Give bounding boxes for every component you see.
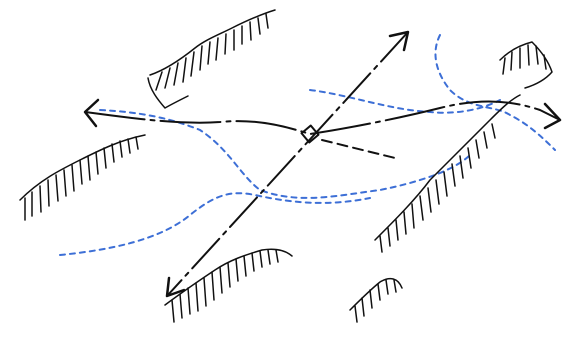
dashed-line-upper-left (99, 109, 471, 199)
axis-line-diagonal (165, 30, 410, 298)
arrowhead-icon (83, 98, 100, 128)
dashed-line-upper-right (309, 89, 501, 114)
ridge-bottom-center (164, 248, 293, 323)
ridge-top-center (147, 9, 276, 109)
dashed-stream-right (434, 34, 556, 151)
dashed-contour-lines (59, 34, 556, 256)
ridge-right (374, 41, 553, 253)
center-square-icon (300, 124, 320, 144)
arrowhead-icon (388, 30, 410, 52)
ridge-bottom-right (349, 277, 403, 323)
dashed-line-lower (59, 192, 371, 256)
dashed-branch-line (321, 139, 396, 159)
route-line-horizontal (83, 98, 562, 135)
arrowhead-icon (165, 276, 186, 298)
ridge-left (19, 134, 146, 221)
arrowhead-icon (543, 102, 562, 130)
